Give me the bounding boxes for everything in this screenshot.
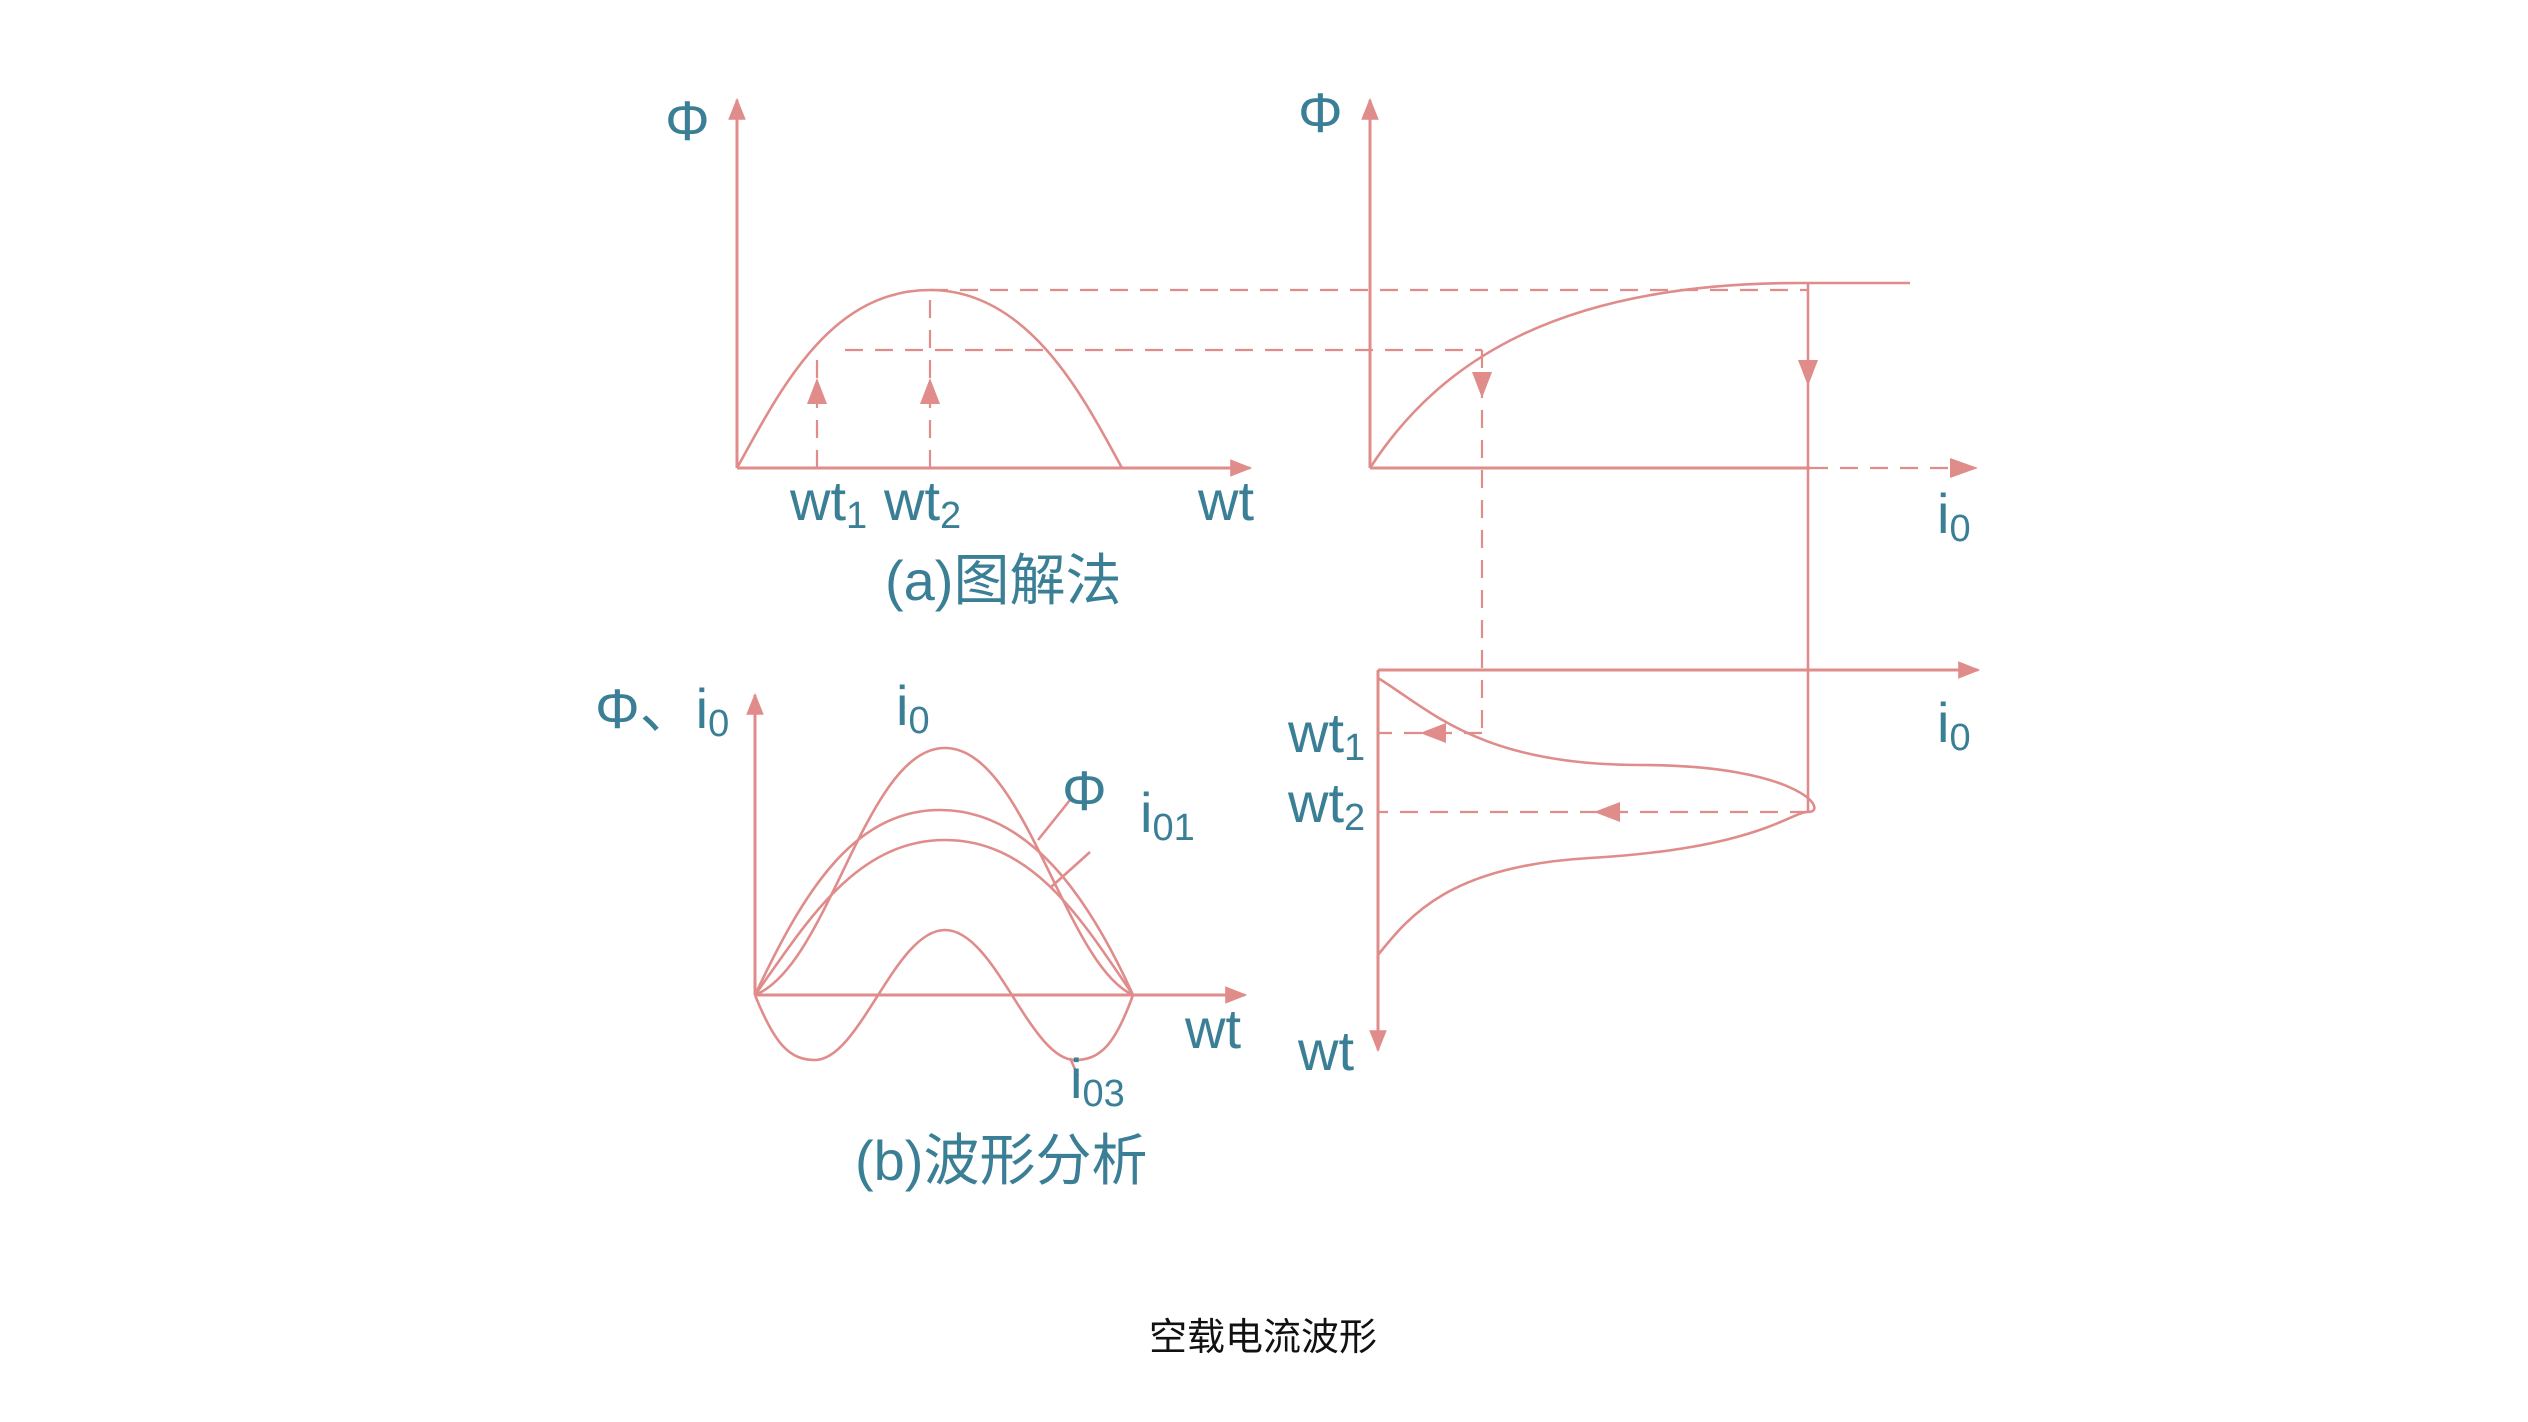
current-time-axis-label: wt	[1297, 1019, 1354, 1082]
current-x-axis-label: i0	[1937, 691, 1971, 759]
panel-b-label-i0: i0	[896, 674, 930, 742]
panel-b-i0-curve	[754, 746, 1134, 997]
panel-magnetization-curve: Φ i0	[1298, 81, 1978, 550]
magnetization-x-axis-arrowhead	[1950, 458, 1978, 478]
projection-peak-down-arrow	[1798, 360, 1818, 386]
projection-wt1-down-arrow	[1472, 372, 1492, 398]
figure-caption: 空载电流波形	[1149, 1315, 1377, 1359]
panel-a-graphical-method: Φ wt wt1 wt2 (a)图解法	[665, 89, 1254, 612]
panel-current-waveform: i0 wt wt1 wt2	[1287, 661, 1981, 1082]
current-peaked-curve	[1376, 676, 1816, 956]
panel-b-label-i03: i03	[1070, 1047, 1125, 1115]
magnetization-x-axis-label: i0	[1937, 482, 1971, 550]
panel-b-label-i01: i01	[1140, 781, 1195, 849]
magnetization-curve	[1368, 281, 1910, 469]
panel-b-waveform-analysis: Φ、i0 wt i0 Φ i01 i03 (b)波形分析	[595, 674, 1248, 1192]
panel-b-i03-curve	[753, 928, 1135, 1062]
panel-b-i03-leader	[1068, 1057, 1080, 1077]
panel-b-label-phi: Φ	[1062, 759, 1107, 822]
panel-b-phi-curve	[753, 808, 1135, 996]
projection-wt1-left-arrow	[1420, 723, 1446, 743]
current-tick-wt2: wt2	[1287, 771, 1365, 839]
current-tick-wt1: wt1	[1287, 701, 1365, 769]
panel-b-y-axis-label: Φ、i0	[595, 677, 729, 745]
projection-wt2-left-arrow	[1594, 802, 1620, 822]
panel-a-wt1-up-arrow	[807, 378, 827, 404]
panel-a-x-axis-label: wt	[1197, 469, 1254, 532]
panel-b-caption: (b)波形分析	[855, 1129, 1147, 1192]
panel-a-tick-wt1: wt1	[789, 469, 867, 537]
panel-b-i01-leader	[1049, 851, 1091, 889]
panel-b-x-axis-label: wt	[1184, 997, 1241, 1060]
panel-a-y-axis-label: Φ	[665, 89, 710, 152]
magnetization-y-axis-label: Φ	[1298, 81, 1343, 144]
panel-a-caption: (a)图解法	[885, 549, 1121, 612]
panel-a-tick-wt2: wt2	[883, 469, 961, 537]
projection-lines	[845, 283, 1818, 822]
panel-a-wt2-up-arrow	[920, 378, 940, 404]
panel-b-i01-curve	[753, 838, 1135, 996]
panel-b-phi-leader	[1036, 799, 1072, 841]
